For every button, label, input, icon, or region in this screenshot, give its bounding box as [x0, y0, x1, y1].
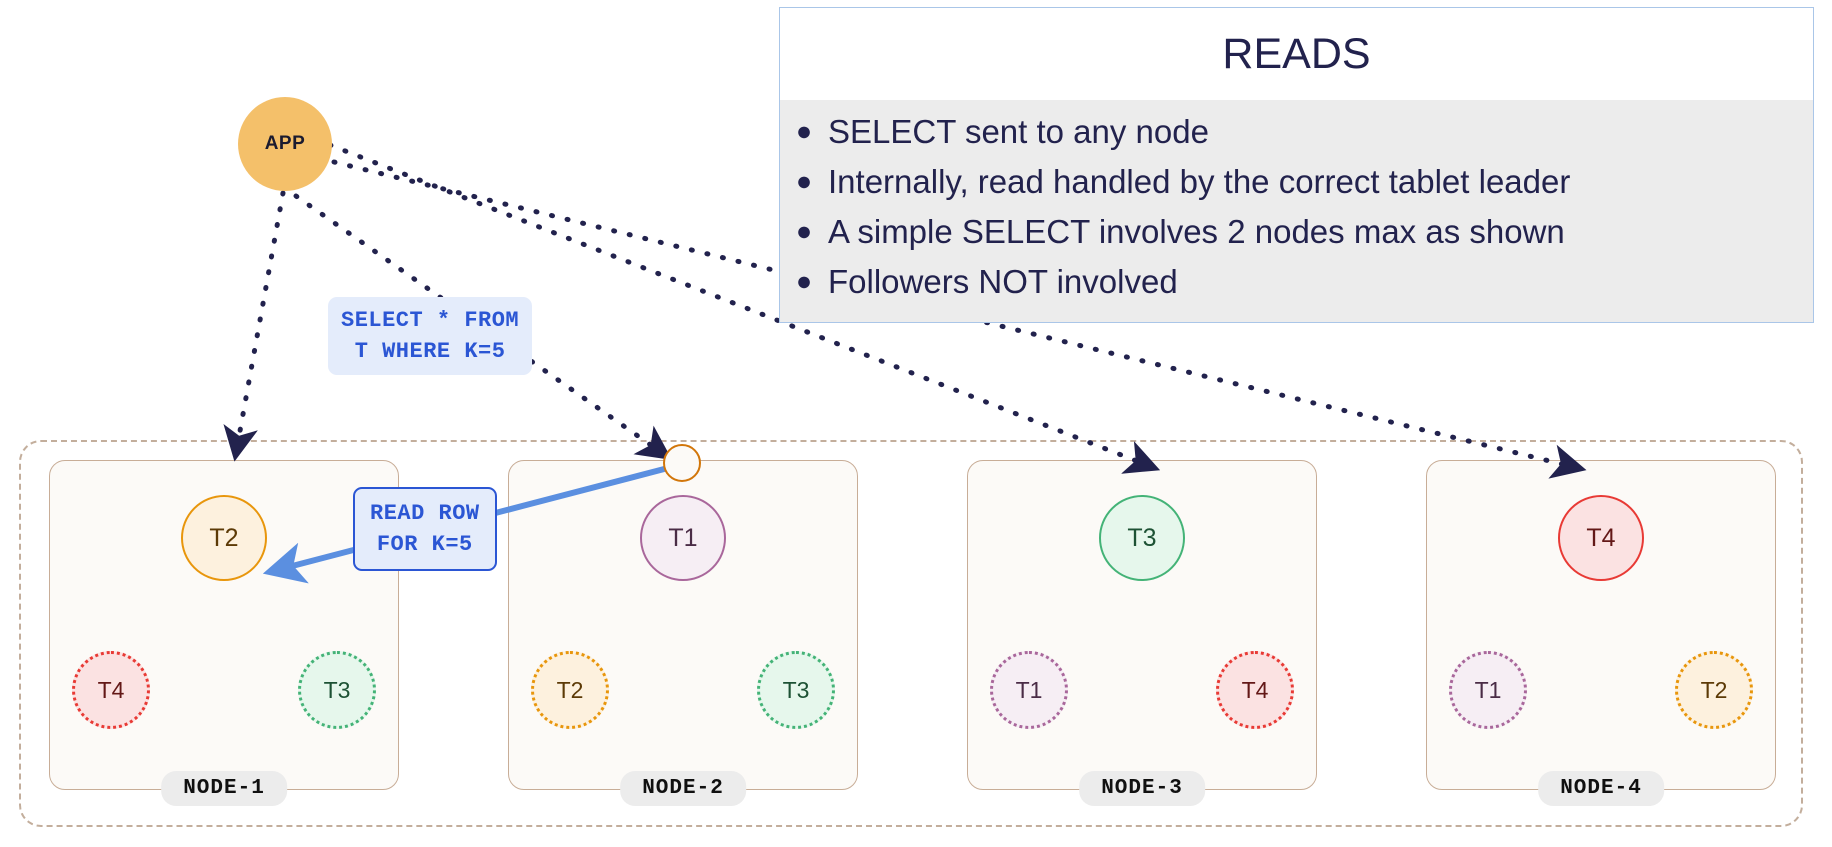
tablet-t3-follower[interactable]: T3	[298, 651, 376, 729]
bullet-dot-icon: ●	[795, 215, 813, 246]
node-name-badge: NODE-2	[620, 771, 746, 806]
reads-bullet-item: ● Internally, read handled by the correct…	[780, 162, 1813, 201]
tablet-t3-follower[interactable]: T3	[757, 651, 835, 729]
reads-bullet-text: SELECT sent to any node	[828, 113, 1209, 150]
tablet-t2-leader[interactable]: T2	[181, 495, 267, 581]
tablet-t4-follower[interactable]: T4	[72, 651, 150, 729]
reads-bullet-item: ● SELECT sent to any node	[780, 113, 1813, 151]
tablet-label: T1	[1474, 676, 1502, 703]
tablet-t4-follower[interactable]: T4	[1216, 651, 1294, 729]
tablet-t2-follower[interactable]: T2	[1675, 651, 1753, 729]
tablet-label: T2	[1700, 676, 1728, 703]
node-name-badge: NODE-4	[1538, 771, 1664, 806]
tablet-label: T4	[97, 676, 125, 703]
tablet-t4-leader[interactable]: T4	[1558, 495, 1644, 581]
reads-bullet-item: ● Followers NOT involved	[780, 262, 1813, 301]
reads-bullet-text: A simple SELECT involves 2 nodes max as …	[828, 212, 1565, 250]
node-name-badge: NODE-3	[1079, 771, 1205, 806]
bullet-dot-icon: ●	[795, 265, 813, 296]
tablet-t1-follower[interactable]: T1	[990, 651, 1068, 729]
bullet-dot-icon: ●	[795, 165, 813, 196]
tablet-label: T3	[323, 676, 351, 703]
reads-panel-title: READS	[1222, 29, 1371, 78]
reads-bullet-item: ● A simple SELECT involves 2 nodes max as…	[780, 212, 1813, 251]
bullet-dot-icon: ●	[795, 116, 813, 146]
tablet-label: T4	[1241, 676, 1269, 703]
reads-bullet-text: Followers NOT involved	[828, 262, 1178, 300]
app-node-label: APP	[264, 133, 306, 154]
reads-bullet-text: Internally, read handled by the correct …	[828, 162, 1571, 200]
select-query-label: SELECT * FROM T WHERE K=5	[328, 297, 533, 376]
reads-bullet-list: ● SELECT sent to any node ● Internally, rea…	[780, 113, 1813, 301]
app-node[interactable]: APP	[238, 97, 332, 191]
tablet-label: T3	[782, 676, 810, 703]
tablet-label: T2	[209, 523, 239, 552]
reads-panel-body: ● SELECT sent to any node ● Internally, rea…	[780, 100, 1813, 322]
tablet-label: T3	[1127, 523, 1157, 552]
tablet-label: T1	[668, 523, 698, 552]
reads-panel: READS ● SELECT sent to any node ● Internall…	[779, 7, 1814, 323]
tablet-label: T4	[1586, 523, 1616, 552]
tablet-t1-leader[interactable]: T1	[640, 495, 726, 581]
node-name-badge: NODE-1	[161, 771, 287, 806]
tablet-t2-follower[interactable]: T2	[531, 651, 609, 729]
arrow-app-to-node1	[223, 190, 286, 462]
tablet-t3-leader[interactable]: T3	[1099, 495, 1185, 581]
node2-entry-point	[663, 444, 701, 482]
tablet-t1-follower[interactable]: T1	[1449, 651, 1527, 729]
tablet-label: T1	[1015, 676, 1043, 703]
tablet-label: T2	[556, 676, 584, 703]
read-row-label: READ ROW FOR K=5	[353, 487, 497, 572]
